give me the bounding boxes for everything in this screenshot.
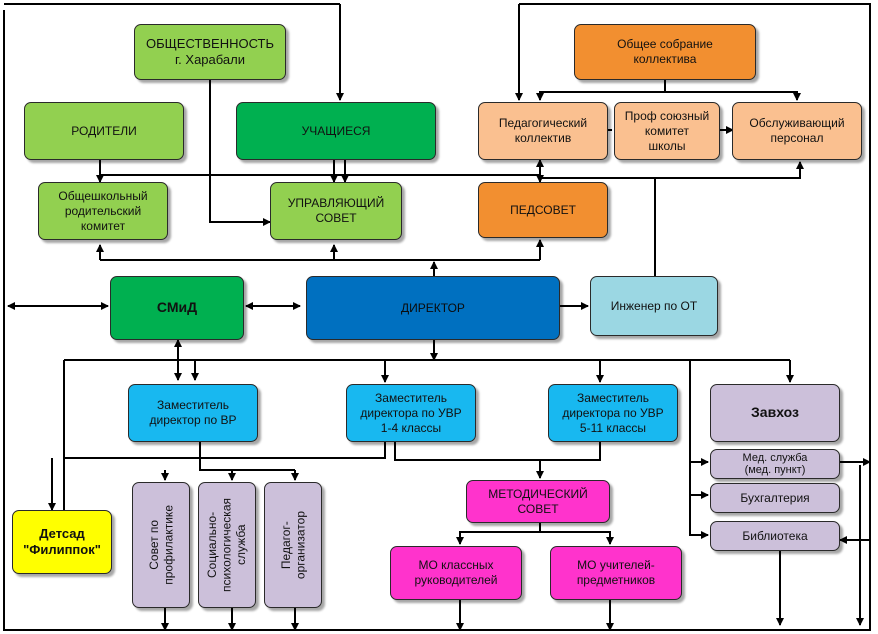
library-box: Библиотека bbox=[710, 521, 840, 551]
governing-council-box: УПРАВЛЯЮЩИЙ СОВЕТ bbox=[270, 182, 402, 240]
parents-box: РОДИТЕЛИ bbox=[24, 102, 184, 160]
mo-subject-teachers-box: МО учителей- предметников bbox=[550, 546, 682, 600]
service-staff-box: Обслуживающий персонал bbox=[732, 102, 862, 160]
smid-box: СМиД bbox=[110, 276, 244, 340]
accounting-box: Бухгалтерия bbox=[710, 483, 840, 513]
pedsovet-box: ПЕДСОВЕТ bbox=[478, 182, 608, 238]
prevention-council-box: Совет по профилактике bbox=[132, 482, 190, 608]
safety-engineer-box: Инженер по ОТ bbox=[590, 276, 718, 336]
deputy-uvr-1-4-box: Заместитель директора по УВР 1-4 классы bbox=[346, 384, 476, 442]
prevention-council-label: Совет по профилактике bbox=[146, 505, 175, 585]
med-service-box: Мед. служба (мед. пункт) bbox=[710, 449, 840, 479]
zavhoz-box: Завхоз bbox=[710, 384, 840, 442]
deputy-uvr-5-11-box: Заместитель директора по УВР 5-11 классы bbox=[548, 384, 678, 442]
public-box: ОБЩЕСТВЕННОСТЬ г. Харабали bbox=[134, 24, 286, 80]
method-council-box: МЕТОДИЧЕСКИЙ СОВЕТ bbox=[466, 480, 610, 523]
parent-committee-box: Общешкольный родительский комитет bbox=[38, 182, 168, 240]
teaching-staff-box: Педагогический коллектив bbox=[478, 102, 608, 160]
ped-organizer-label: Педагог- организатор bbox=[278, 510, 307, 580]
kindergarten-box: Детсад "Филиппок" bbox=[12, 510, 112, 574]
psych-service-box: Социально- психологическая служба bbox=[198, 482, 256, 608]
general-meeting-box: Общее собрание коллектива bbox=[574, 24, 756, 80]
trade-union-box: Проф союзный комитет школы bbox=[614, 102, 720, 160]
mo-class-teachers-box: МО классных руководителей bbox=[390, 546, 522, 600]
director-box: ДИРЕКТОР bbox=[306, 276, 560, 340]
deputy-vr-box: Заместитель директор по ВР bbox=[128, 384, 258, 442]
ped-organizer-box: Педагог- организатор bbox=[264, 482, 322, 608]
psych-service-label: Социально- психологическая служба bbox=[205, 498, 249, 592]
students-box: УЧАЩИЕСЯ bbox=[236, 102, 436, 160]
